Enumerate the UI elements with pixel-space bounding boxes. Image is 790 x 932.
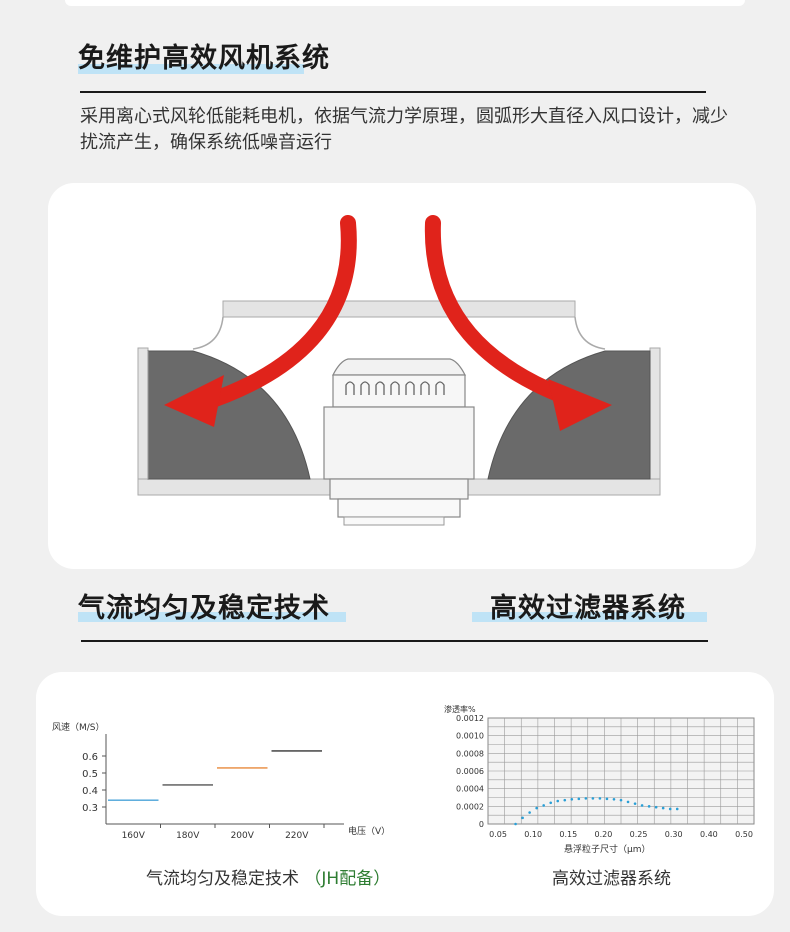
data-point: [521, 816, 524, 820]
data-point: [549, 801, 553, 805]
data-point: [570, 797, 574, 801]
data-point: [577, 797, 581, 801]
chart-caption-right: 高效过滤器系统: [552, 869, 671, 889]
data-point: [563, 798, 567, 802]
x-tick-label: 0.40: [700, 830, 718, 839]
fan-diagram-panel: [48, 183, 756, 569]
inlet-curve-left: [192, 316, 224, 350]
airflow-arrowhead-left: [164, 375, 224, 427]
data-point: [647, 805, 651, 808]
data-point: [584, 797, 588, 800]
data-point: [514, 822, 517, 826]
y-tick-label: 0.4: [82, 786, 98, 797]
x-tick-label: 180V: [176, 831, 200, 841]
caption-left-note: （JH配备）: [304, 869, 391, 889]
housing-top-plate: [222, 300, 576, 318]
data-point: [598, 797, 602, 800]
fan-system-description: 采用离心式风轮低能耗电机，依据气流力学原理，圆弧形大直径入风口设计，减少扰流产生…: [80, 106, 728, 153]
y-tick-label: 0.3: [82, 803, 98, 814]
y-axis-label: 风速（M/S）: [52, 722, 105, 733]
title-highlight-left: [78, 612, 346, 622]
housing-left-wall: [137, 347, 149, 480]
title-highlight-right: [472, 612, 707, 622]
section-title-fan-system: 免维护高效风机系统: [78, 43, 330, 74]
data-point: [619, 798, 623, 802]
inlet-curve-right: [574, 316, 606, 350]
airflow-voltage-chart: 风速（M/S） 电压（V） 0.6 0.5 0.4 0.3 160V 180V 200V 2…: [52, 722, 390, 841]
impeller-blade-left: [147, 350, 311, 480]
charts-panel: 风速（M/S） 电压（V） 0.6 0.5 0.4 0.3 160V 180V 200V 2…: [36, 672, 774, 916]
x-tick-label: 220V: [285, 831, 309, 841]
data-point: [675, 807, 679, 811]
motor: [323, 358, 475, 526]
x-axis-label: 电压（V）: [348, 825, 390, 837]
data-point: [633, 802, 637, 805]
section-title-filter-system: 高效过滤器系统: [490, 593, 686, 624]
top-card-edge: [65, 0, 745, 6]
data-point: [591, 797, 595, 800]
filter-penetration-chart: 渗透率% 0.0012 0.0010 0.0008 0.0006 0.0004 0.000…: [444, 704, 755, 855]
data-point: [556, 799, 560, 803]
data-point: [654, 805, 658, 809]
x-tick-label: 0.15: [559, 830, 577, 839]
y-tick-label: 0.0008: [456, 749, 484, 758]
title-divider: [80, 91, 706, 93]
y-tick-label: 0.0002: [456, 802, 484, 811]
airflow-arrowhead-right: [548, 379, 612, 431]
x-tick-label: 200V: [231, 831, 255, 841]
y-tick-label: 0.6: [82, 752, 98, 763]
x-tick-label: 0.50: [735, 830, 753, 839]
x-tick-label: 0.05: [489, 830, 507, 839]
y-tick-label: 0.0006: [456, 767, 484, 776]
y-tick-label: 0.0004: [456, 785, 484, 794]
data-point: [612, 797, 616, 801]
fan-cross-section-diagram: [137, 215, 661, 526]
data-point: [528, 811, 531, 814]
data-point: [535, 806, 538, 810]
data-point: [661, 806, 665, 810]
data-point: [542, 804, 545, 807]
y-tick-label: 0.0010: [456, 732, 484, 741]
y-tick-label: 0.5: [82, 769, 98, 780]
y-axis-label: 渗透率%: [444, 704, 476, 714]
x-axis-label: 悬浮粒子尺寸（μm）: [564, 843, 651, 855]
x-tick-label: 0.30: [665, 830, 683, 839]
data-point: [640, 804, 644, 807]
x-tick-label: 160V: [122, 831, 146, 841]
section-title-airflow-tech: 气流均匀及稳定技术: [78, 593, 330, 624]
airflow-arrow-left: [190, 215, 357, 413]
y-tick-label: 0: [479, 820, 484, 829]
data-point: [626, 800, 630, 804]
x-tick-label: 0.10: [524, 830, 542, 839]
title-highlight: [78, 64, 304, 74]
caption-left-main: 气流均匀及稳定技术: [146, 869, 299, 889]
x-tick-label: 0.25: [630, 830, 648, 839]
airflow-arrow-right: [424, 215, 596, 413]
data-point: [605, 797, 609, 801]
housing-right-wall: [649, 347, 661, 480]
data-point: [668, 807, 672, 811]
chart-caption-left: 气流均匀及稳定技术 （JH配备）: [146, 864, 390, 889]
section2-divider: [81, 640, 708, 642]
y-tick-label: 0.0012: [456, 714, 484, 723]
x-tick-label: 0.20: [595, 830, 613, 839]
